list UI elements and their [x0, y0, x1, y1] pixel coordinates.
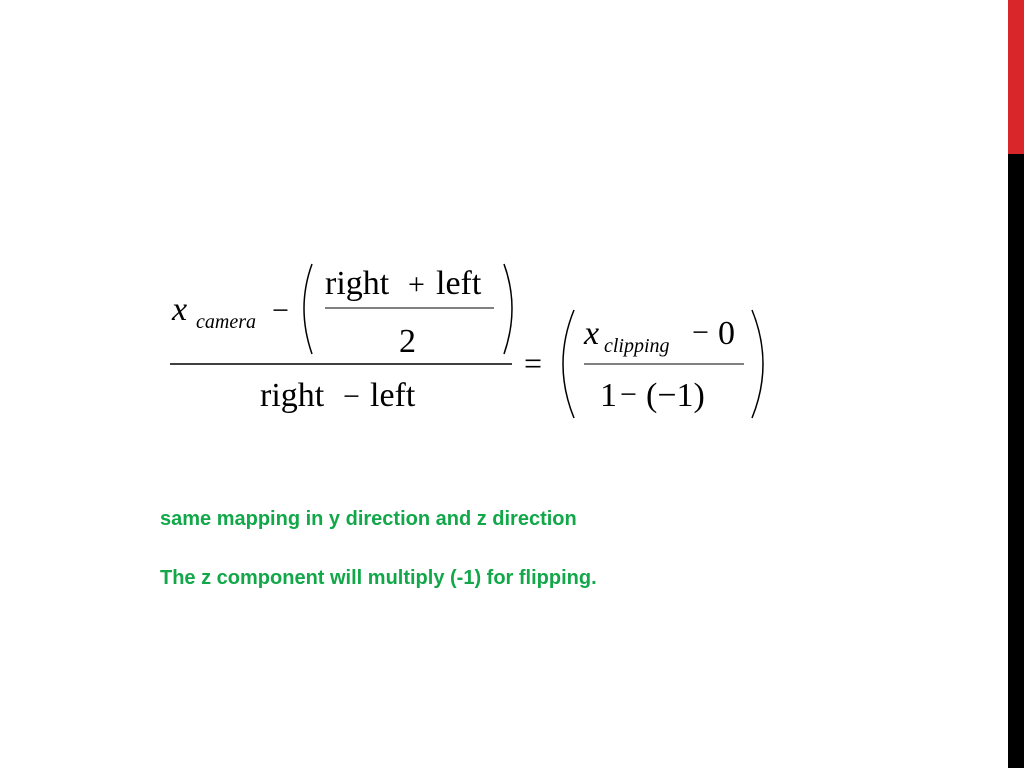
two-digit: 2 [399, 323, 416, 360]
right-word-1: right [325, 265, 390, 302]
minus-sign-2: − [343, 380, 360, 413]
minus-sign-1: − [272, 294, 289, 327]
x-clipping-var: x [583, 315, 599, 352]
minus-sign-3: − [692, 316, 709, 349]
plus-sign: + [408, 268, 425, 301]
equals-sign: = [524, 345, 542, 381]
camera-subscript: camera [196, 311, 256, 333]
zero-digit: 0 [718, 315, 735, 352]
left-word-2: left [370, 377, 416, 414]
slide-accent-black-bar [1008, 154, 1024, 768]
slide-accent-red-bar [1008, 0, 1024, 154]
x-camera-var: x [171, 291, 187, 328]
left-paren-inner [303, 263, 313, 355]
left-paren-outer [562, 309, 575, 419]
projection-equation: x camera − right + left 2 right − left =… [170, 263, 764, 419]
minus-sign-4: − [620, 378, 637, 411]
note-mapping-line: same mapping in y direction and z direct… [160, 508, 577, 530]
left-word-1: left [436, 265, 482, 302]
right-word-2: right [260, 377, 325, 414]
note-flipping-line: The z component will multiply (-1) for f… [160, 567, 597, 589]
right-paren-inner [503, 263, 513, 355]
clipping-subscript: clipping [604, 335, 670, 357]
one-digit: 1 [600, 377, 617, 414]
notes-block: same mapping in y direction and z direct… [160, 508, 597, 590]
neg-one-group: (−1) [646, 377, 705, 414]
right-paren-outer [751, 309, 764, 419]
